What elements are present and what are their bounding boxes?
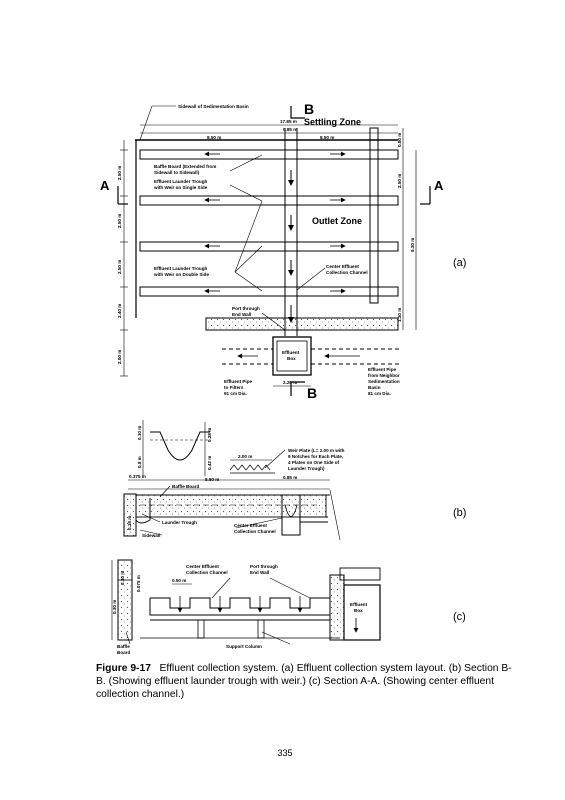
callout-filters-3: 91 cm Dia. xyxy=(224,391,247,396)
panel-b xyxy=(123,420,341,541)
callout-c-port-2: End Wall xyxy=(250,570,269,575)
callout-b-sidewall: Sidewall xyxy=(142,533,160,538)
callout-double-1: Effluent Launder Trough xyxy=(154,266,208,271)
dim-c-slot: 0.50 m xyxy=(172,578,186,583)
callout-c-baffle-1: Baffle xyxy=(117,644,130,649)
callout-box-1: Effluent xyxy=(282,350,300,355)
section-a-right-label: A xyxy=(434,178,444,193)
callout-filters-2: to Filters xyxy=(224,385,244,390)
dim-v-right-4: 1.30 m xyxy=(397,308,402,322)
dim-v-left-2: 2.50 m xyxy=(117,214,122,228)
callout-b-center-1: Center Effluent xyxy=(234,523,267,528)
launder-troughs xyxy=(139,149,399,297)
callout-c-center-1: Center Effluent xyxy=(186,564,219,569)
callout-neighbor-1: Effluent Pipe xyxy=(368,367,397,372)
outlet-zone-label: Outlet Zone xyxy=(312,216,362,226)
dim-center: 0.85 m xyxy=(283,127,297,132)
dim-v-left-3: 2.50 m xyxy=(117,260,122,274)
dim-c-bot: 0.30 m xyxy=(112,600,117,614)
callout-single-2: with Weir on Single Side xyxy=(153,185,208,190)
callout-weir-1: Weir Plate (L= 2.00 m with xyxy=(288,448,345,453)
dim-c-mid: 0.075 m xyxy=(136,575,141,592)
figure-caption-label: Figure 9-17 xyxy=(96,663,151,674)
dim-b-weir-h: 0.42 m xyxy=(207,456,212,470)
callout-weir-4: Launder Trough) xyxy=(288,466,325,471)
callout-center-2: Collection Channel xyxy=(326,270,368,275)
callout-c-baffle-2: Board xyxy=(117,650,130,655)
callout-b-baffle: Baffle Board xyxy=(172,484,200,489)
dim-v-right-3: 9.30 m xyxy=(410,238,415,252)
dim-b-span: 8.50 m xyxy=(205,477,219,482)
dim-v-right-2: 2.50 m xyxy=(397,174,402,188)
callout-center-1: Center Effluent xyxy=(326,264,359,269)
callout-port-1: Port through xyxy=(232,306,260,311)
callout-b-trough: Launder Trough xyxy=(162,520,197,525)
callout-c-port-1: Port through xyxy=(250,564,278,569)
dim-c-top: 0.30 m xyxy=(120,571,125,585)
callout-c-center-2: Collection Channel xyxy=(186,570,228,575)
flow-arrows xyxy=(204,151,346,294)
dim-b-weir-len: 2.00 m xyxy=(238,454,252,459)
panel-c-tag: (c) xyxy=(453,611,466,623)
dim-b-top: 0.10 m xyxy=(137,426,142,440)
panel-c-labels: (c) 0.30 m 0.075 m 0.30 m 0.50 m Center … xyxy=(112,564,466,655)
callout-weir-2: 9 Notches for Each Plate, xyxy=(288,454,343,459)
center-channel xyxy=(284,128,298,336)
dim-left: 8.50 m xyxy=(207,135,221,140)
dim-b-depth: 0.8 m xyxy=(137,456,142,468)
callout-c-box-1: Effluent xyxy=(350,602,368,607)
dim-right: 8.50 m xyxy=(320,135,334,140)
dim-b-notch: 0.28 m xyxy=(207,428,212,442)
callout-weir-3: 4 Plates on One Side of xyxy=(288,460,340,465)
callout-neighbor-4: Basin xyxy=(368,385,381,390)
figure-caption: Figure 9-17 Effluent collection system. … xyxy=(96,662,516,701)
dim-b-side: 0.18 m xyxy=(127,516,132,530)
panel-a xyxy=(117,105,431,396)
page-number: 335 xyxy=(277,748,293,758)
callout-c-box-2: Box xyxy=(354,608,363,613)
callout-sidewall: Sidewall of Sedimentation Basin xyxy=(178,104,249,109)
section-a-left-label: A xyxy=(100,178,110,193)
callout-neighbor-5: 81 cm Dia. xyxy=(368,391,391,396)
callout-double-2: with Weir on Double Side xyxy=(153,272,209,277)
dim-v-right-1: 0.80 m xyxy=(397,133,402,147)
dim-v-left-4: 2.40 m xyxy=(117,304,122,318)
dim-b-center: 0.85 m xyxy=(283,475,297,480)
callout-baffle-2: Sidewall to Sidewall) xyxy=(154,170,200,175)
dim-v-left-5: 2.00 m xyxy=(117,350,122,364)
callout-baffle-1: Baffle Board (Extended from xyxy=(154,164,216,169)
callout-box-2: Box xyxy=(287,356,296,361)
section-b-bottom-label: B xyxy=(307,385,317,401)
callout-single-1: Effluent Launder Trough xyxy=(154,179,208,184)
dim-box: 2.20 m xyxy=(283,380,297,385)
section-b-top-label: B xyxy=(304,101,314,117)
callout-port-2: End Wall xyxy=(232,312,251,317)
callout-neighbor-3: Sedimentation xyxy=(368,379,400,384)
panel-c xyxy=(111,559,381,645)
panel-a-tag: (a) xyxy=(453,257,466,269)
panel-b-tag: (b) xyxy=(453,507,466,519)
dim-b-375: 0.375 m xyxy=(129,474,146,479)
panel-b-labels: (b) 0.10 m 0.8 m 0.28 m 0.42 m 2.00 m We… xyxy=(127,426,466,538)
callout-filters-1: Effluent Pipe xyxy=(224,379,253,384)
dim-v-left-1: 2.50 m xyxy=(117,166,122,180)
callout-neighbor-2: from Neighbor xyxy=(368,373,400,378)
figure-caption-text: Effluent collection system. (a) Effluent… xyxy=(96,663,512,700)
callout-c-support: Support Column xyxy=(226,644,262,649)
callout-b-center-2: Collection Channel xyxy=(234,529,276,534)
panel-a-labels: B Settling Zone B A A Outlet Zone (a) Si… xyxy=(100,101,466,401)
settling-zone-label: Settling Zone xyxy=(304,117,361,127)
dim-total: 17.85 m xyxy=(280,119,297,124)
